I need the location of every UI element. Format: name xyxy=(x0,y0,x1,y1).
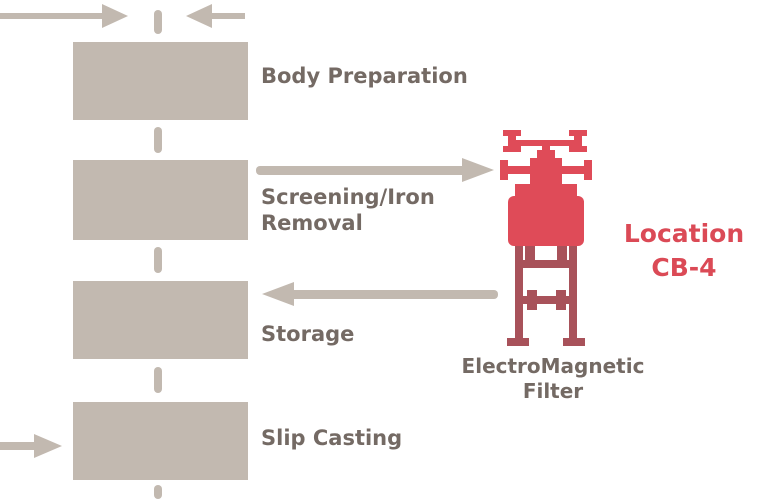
electromagnetic-filter-icon xyxy=(500,130,592,346)
incoming-arrow-right xyxy=(186,4,245,28)
arrow-from-filter xyxy=(262,282,498,306)
arrow-to-filter xyxy=(256,158,494,182)
incoming-arrow-slip-casting xyxy=(0,434,62,458)
stage-label-slip-casting: Slip Casting xyxy=(261,426,403,450)
flow-connector xyxy=(154,10,162,34)
incoming-arrow-left xyxy=(0,4,128,28)
flow-connector xyxy=(154,367,162,393)
location-label: Location CB-4 xyxy=(623,219,745,282)
stage-box-storage xyxy=(73,281,248,359)
stage-box-slip-casting xyxy=(73,402,248,480)
filter-label: ElectroMagnetic Filter xyxy=(461,354,645,403)
stage-label-screening-iron-removal: Screening/Iron Removal xyxy=(261,185,435,235)
flow-connector xyxy=(154,485,162,499)
stage-box-screening-iron-removal xyxy=(73,160,248,240)
flow-connector xyxy=(154,247,162,273)
stage-box-body-preparation xyxy=(73,42,248,120)
stage-label-storage: Storage xyxy=(261,322,355,346)
stage-label-body-preparation: Body Preparation xyxy=(261,64,468,88)
flow-connector xyxy=(154,127,162,153)
